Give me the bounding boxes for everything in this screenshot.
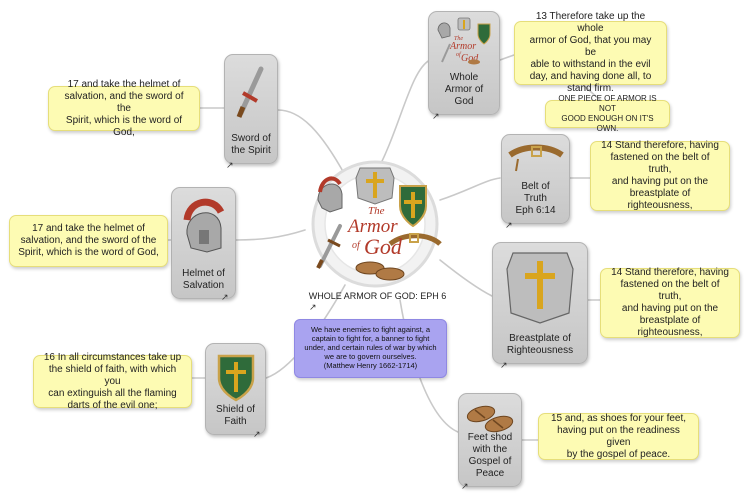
note-whole-armor[interactable]: 13 Therefore take up the whole armor of … xyxy=(514,11,667,94)
node-feet-label: Feet shod with the Gospel of Peace xyxy=(467,432,513,479)
node-sword-label: Sword of the Spirit xyxy=(231,133,271,156)
note-belt[interactable]: 14 Stand therefore, having fastened on t… xyxy=(590,140,730,211)
node-helmet[interactable]: Helmet of Salvation xyxy=(171,187,236,299)
helmet-icon xyxy=(317,176,343,213)
link-arrow-icon[interactable]: ↗ xyxy=(221,292,229,302)
note-shield[interactable]: 16 In all circumstances take up the shie… xyxy=(33,352,192,411)
breastplate-icon xyxy=(506,252,574,324)
matthew-henry-quote: We have enemies to fight against, a capt… xyxy=(294,319,447,378)
shield-icon xyxy=(217,354,254,402)
link-belt xyxy=(439,177,501,201)
belt-icon xyxy=(388,233,442,247)
sandals-icon xyxy=(355,261,405,281)
link-arrow-icon[interactable]: ↗ xyxy=(505,220,513,230)
central-topic[interactable]: The Armor of God xyxy=(300,160,450,290)
link-arrow-icon[interactable]: ↗ xyxy=(253,429,261,439)
link-helmet xyxy=(235,229,306,241)
link-arrow-icon[interactable]: ↗ xyxy=(226,160,234,170)
link-breastplate xyxy=(439,259,493,297)
sword-icon xyxy=(316,224,342,269)
link-arrow-icon[interactable]: ↗ xyxy=(432,111,440,121)
svg-text:God: God xyxy=(364,234,403,259)
sword-icon xyxy=(236,66,264,118)
helmet-icon xyxy=(183,198,224,253)
armor-of-god-logo-icon: The Armor of God xyxy=(437,17,491,65)
sandals-icon xyxy=(466,405,514,433)
shield-icon xyxy=(399,185,427,228)
node-breastplate[interactable]: - Breastplate of Righteousness xyxy=(492,242,588,364)
node-breastplate-label: Breastplate of Righteousness xyxy=(506,333,574,356)
node-shield-label: Shield of Faith xyxy=(216,404,255,427)
svg-text:of: of xyxy=(456,51,462,58)
node-whole-armor-label: Whole Armor of God xyxy=(444,72,484,107)
link-whole-extra xyxy=(579,81,601,101)
node-helmet-label: Helmet of Salvation xyxy=(182,268,225,291)
central-topic-label: WHOLE ARMOR OF GOD: EPH 6 xyxy=(308,291,447,301)
node-shield[interactable]: Shield of Faith xyxy=(205,343,266,435)
svg-text:Armor: Armor xyxy=(449,41,476,52)
node-belt-label: Belt of Truth Eph 6:14 xyxy=(515,181,556,216)
svg-text:God: God xyxy=(461,53,479,64)
breastplate-icon xyxy=(355,167,395,205)
svg-text:The: The xyxy=(454,36,463,42)
node-feet[interactable]: Feet shod with the Gospel of Peace xyxy=(458,393,522,487)
node-whole-armor[interactable]: The Armor of God Whole Armor of God xyxy=(428,11,500,115)
node-breastplate-dash: - xyxy=(538,331,542,342)
belt-icon xyxy=(507,144,564,172)
svg-text:of: of xyxy=(352,240,361,251)
node-belt[interactable]: Belt of Truth Eph 6:14 xyxy=(501,134,570,224)
link-arrow-icon[interactable]: ↗ xyxy=(309,302,317,312)
link-arrow-icon[interactable]: ↗ xyxy=(461,481,469,491)
link-sword xyxy=(277,109,346,176)
armor-of-god-emblem-icon: The Armor of God xyxy=(311,160,442,288)
note-helmet[interactable]: 17 and take the helmet of salvation, and… xyxy=(9,215,168,267)
note-feet[interactable]: 15 and, as shoes for your feet, having p… xyxy=(538,413,699,460)
link-note-whole xyxy=(499,54,515,61)
svg-text:Armor: Armor xyxy=(346,216,398,237)
svg-text:The: The xyxy=(368,205,385,217)
note-sword[interactable]: 17 and take the helmet of salvation, and… xyxy=(48,79,200,138)
note-whole-armor-extra[interactable]: ONE PIECE OF ARMOR IS NOT GOOD ENOUGH ON… xyxy=(545,94,670,133)
link-arrow-icon[interactable]: ↗ xyxy=(500,360,508,370)
note-breastplate[interactable]: 14 Stand therefore, having fastened on t… xyxy=(600,267,740,338)
node-sword[interactable]: Sword of the Spirit xyxy=(224,54,278,164)
link-whole-armor xyxy=(374,59,431,176)
